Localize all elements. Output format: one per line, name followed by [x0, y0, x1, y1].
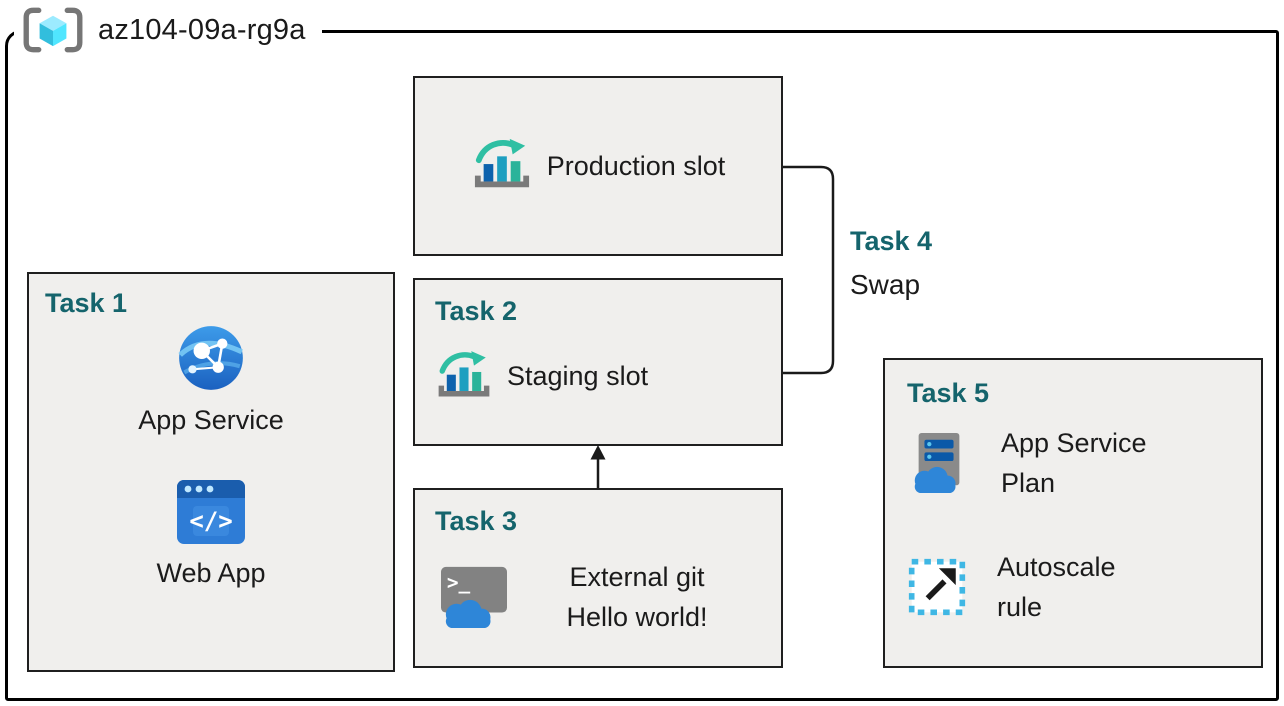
svg-text:</>: </>	[189, 507, 232, 535]
svg-text:>_: >_	[447, 571, 471, 594]
staging-slot-label: Staging slot	[507, 361, 649, 391]
task3-text: External git Hello world!	[513, 557, 761, 637]
task2-box: Task 2 Staging slot	[413, 278, 783, 446]
web-app-item: </> Web App	[45, 476, 377, 589]
production-slot-label: Production slot	[546, 150, 726, 181]
production-slot-row: Production slot	[471, 137, 726, 195]
production-slot-box: Production slot	[413, 76, 783, 256]
autoscale-rule-icon	[907, 557, 967, 617]
task4-title: Task 4	[850, 226, 933, 256]
task2-title: Task 2	[435, 296, 518, 326]
task3-line1: External git	[569, 562, 705, 592]
app-service-item: App Service	[45, 321, 377, 436]
task3-title: Task 3	[435, 506, 518, 536]
web-app-icon: </>	[173, 476, 249, 548]
resource-group-icon	[20, 5, 86, 55]
task5-title: Task 5	[907, 378, 990, 408]
app-service-label: App Service	[138, 405, 284, 435]
autoscale-rule-label: Autoscale rule	[997, 552, 1116, 622]
task3-box: Task 3 >_ External git Hello world!	[413, 488, 783, 668]
task3-row: >_ External git Hello world!	[435, 557, 761, 637]
task5-box: Task 5 App Service Plan	[883, 358, 1263, 668]
deployment-slots-icon	[471, 137, 533, 195]
task1-box: Task 1	[27, 272, 395, 672]
task4-label-group: Task 4 Swap	[850, 226, 932, 301]
web-app-label: Web App	[156, 558, 266, 588]
resource-group-title: az104-09a-rg9a	[98, 13, 306, 46]
app-service-plan-icon	[907, 430, 971, 496]
app-service-plan-item: App Service Plan	[907, 423, 1239, 503]
staging-slot-row: Staging slot	[435, 349, 761, 404]
swap-label: Swap	[850, 269, 921, 300]
task1-title: Task 1	[45, 288, 128, 318]
autoscale-rule-item: Autoscale rule	[907, 547, 1239, 627]
resource-group-frame	[5, 30, 1279, 701]
app-service-plan-label: App Service Plan	[1001, 428, 1147, 498]
cloud-shell-icon: >_	[435, 564, 513, 630]
app-service-icon	[174, 321, 248, 395]
task3-line2: Hello world!	[566, 602, 708, 632]
deployment-slots-icon	[435, 349, 493, 404]
resource-group-legend: az104-09a-rg9a	[14, 3, 322, 57]
